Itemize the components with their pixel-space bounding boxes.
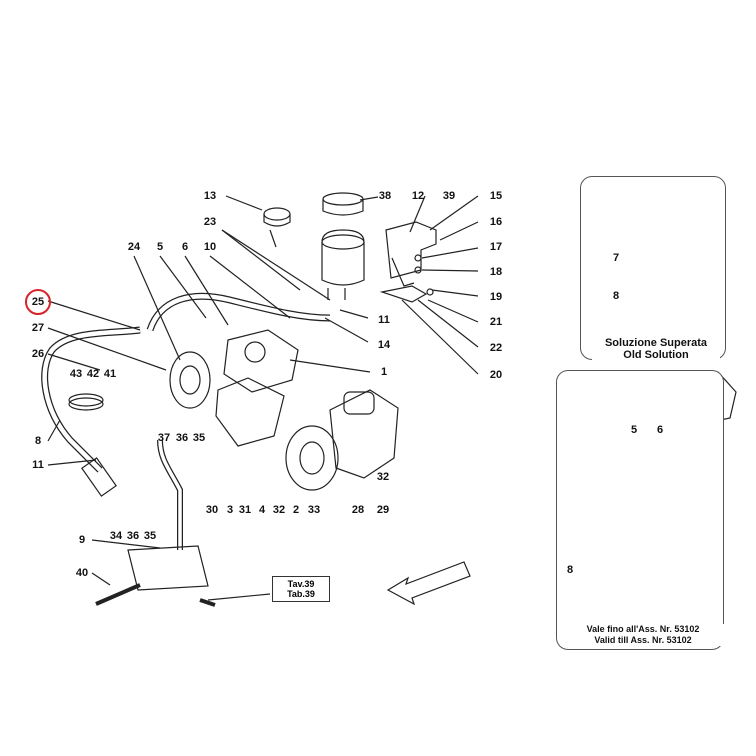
callout-2[interactable]: 2 [292, 504, 300, 516]
callout-32-right[interactable]: 32 [376, 471, 390, 483]
callout-38[interactable]: 38 [378, 190, 392, 202]
callout-35-bottom[interactable]: 35 [143, 530, 157, 542]
callout-5[interactable]: 5 [156, 241, 164, 253]
callout-18[interactable]: 18 [489, 266, 503, 278]
callout-1[interactable]: 1 [380, 366, 388, 378]
highlight-circle [25, 289, 51, 315]
table-reference-en: Tab.39 [287, 589, 315, 599]
callout-39[interactable]: 39 [442, 190, 456, 202]
inset-valid-till [556, 370, 724, 650]
inset-valid-callout-5[interactable]: 5 [630, 424, 638, 436]
inset-old-callout-7[interactable]: 7 [612, 252, 620, 264]
callout-8[interactable]: 8 [34, 435, 42, 447]
table-reference: Tav.39 Tab.39 [272, 576, 330, 602]
inset-old-solution-label: Soluzione Superata Old Solution [592, 337, 720, 361]
callout-34[interactable]: 34 [109, 530, 123, 542]
inset-valid-till-label: Vale fino all'Ass. Nr. 53102 Valid till … [560, 624, 726, 646]
callout-37[interactable]: 37 [157, 432, 171, 444]
callout-19[interactable]: 19 [489, 291, 503, 303]
callout-6[interactable]: 6 [181, 241, 189, 253]
callout-26[interactable]: 26 [31, 348, 45, 360]
callout-25[interactable]: 25 [31, 296, 45, 308]
inset-old-solution [580, 176, 726, 360]
callout-41[interactable]: 41 [103, 368, 117, 380]
callout-32-bottom[interactable]: 32 [272, 504, 286, 516]
callout-24[interactable]: 24 [127, 241, 141, 253]
callout-15[interactable]: 15 [489, 190, 503, 202]
callout-35-top[interactable]: 35 [192, 432, 206, 444]
callout-31[interactable]: 31 [238, 504, 252, 516]
callout-11-top[interactable]: 11 [378, 314, 390, 326]
callout-14[interactable]: 14 [377, 339, 391, 351]
callout-20[interactable]: 20 [489, 369, 503, 381]
callout-42[interactable]: 42 [86, 368, 100, 380]
inset-valid-till-label-en: Valid till Ass. Nr. 53102 [594, 635, 692, 645]
callout-3[interactable]: 3 [226, 504, 234, 516]
callout-27[interactable]: 27 [31, 322, 45, 334]
callout-43[interactable]: 43 [69, 368, 83, 380]
callout-11-left[interactable]: 11 [32, 459, 44, 471]
callout-12[interactable]: 12 [411, 190, 425, 202]
callout-36-top[interactable]: 36 [175, 432, 189, 444]
callout-30[interactable]: 30 [205, 504, 219, 516]
callout-16[interactable]: 16 [489, 216, 503, 228]
inset-valid-callout-8[interactable]: 8 [566, 564, 574, 576]
callout-9[interactable]: 9 [78, 534, 86, 546]
inset-old-solution-label-en: Old Solution [623, 349, 689, 361]
inset-valid-till-label-it: Vale fino all'Ass. Nr. 53102 [586, 624, 700, 634]
callout-22[interactable]: 22 [489, 342, 503, 354]
table-reference-it: Tav.39 [287, 579, 315, 589]
callout-10[interactable]: 10 [203, 241, 217, 253]
inset-valid-callout-6[interactable]: 6 [656, 424, 664, 436]
callout-23[interactable]: 23 [203, 216, 217, 228]
callout-13[interactable]: 13 [203, 190, 217, 202]
inset-old-callout-8[interactable]: 8 [612, 290, 620, 302]
callout-29[interactable]: 29 [376, 504, 390, 516]
callout-36-bottom[interactable]: 36 [126, 530, 140, 542]
callout-28[interactable]: 28 [351, 504, 365, 516]
inset-old-solution-label-it: Soluzione Superata [604, 337, 708, 349]
callout-21[interactable]: 21 [489, 316, 503, 328]
callout-33[interactable]: 33 [307, 504, 321, 516]
callout-17[interactable]: 17 [489, 241, 503, 253]
callout-40[interactable]: 40 [75, 567, 89, 579]
callout-4[interactable]: 4 [258, 504, 266, 516]
